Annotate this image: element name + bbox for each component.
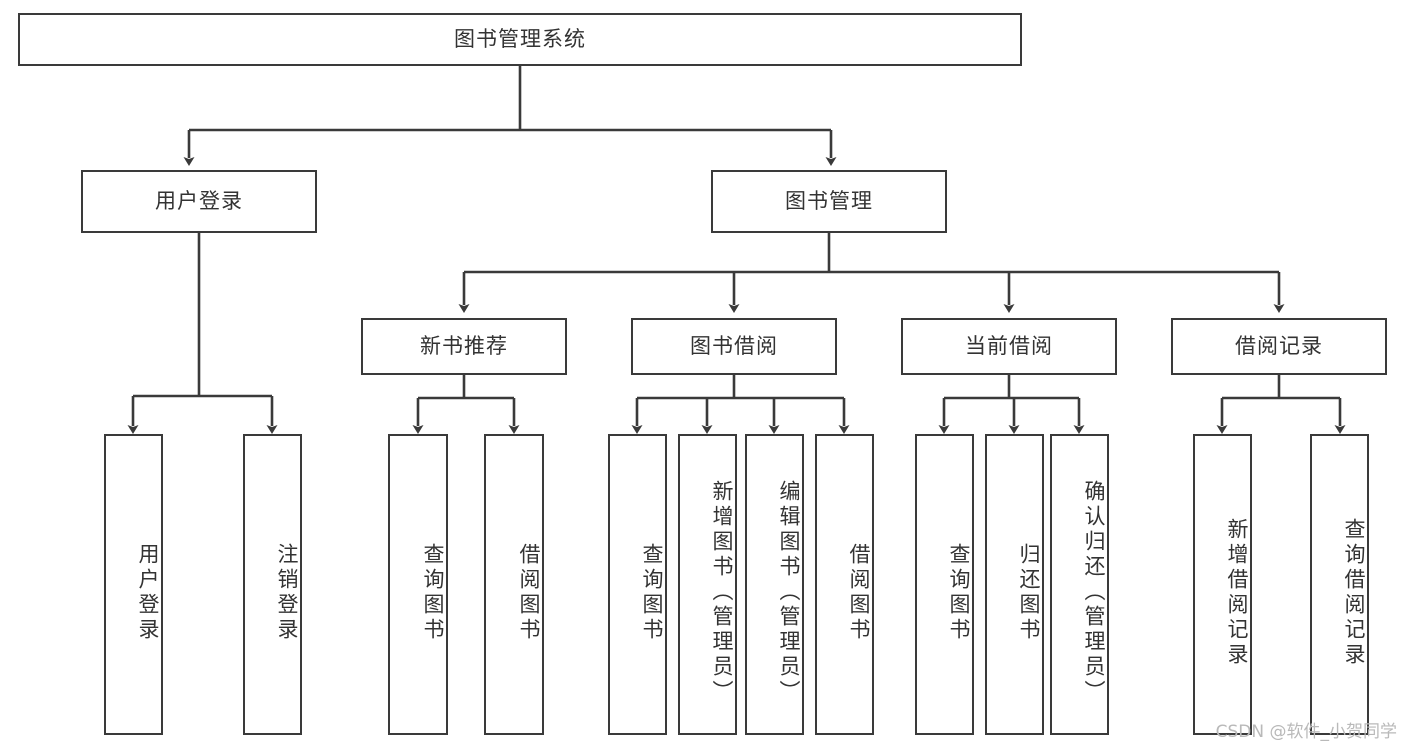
watermark: CSDN @软件_小贺同学 [1215, 722, 1397, 742]
leaf-label: 新增借阅记录 [1225, 517, 1249, 668]
leaf-label: 查询图书 [947, 542, 971, 643]
leaf-current-borrow-query[interactable]: 查询图书 [915, 434, 974, 735]
node-borrow-record-label: 借阅记录 [1235, 333, 1323, 358]
leaf-new-book-borrow[interactable]: 借阅图书 [484, 434, 544, 735]
node-user-login-label: 用户登录 [155, 188, 243, 213]
leaf-label: 查询借阅记录 [1342, 517, 1366, 668]
node-book-borrow-label: 图书借阅 [690, 333, 778, 358]
leaf-label: 归还图书 [1017, 542, 1041, 643]
node-new-book-recommend[interactable]: 新书推荐 [361, 318, 567, 375]
node-book-borrow[interactable]: 图书借阅 [631, 318, 837, 375]
leaf-borrow-record-add[interactable]: 新增借阅记录 [1193, 434, 1252, 735]
node-new-book-recommend-label: 新书推荐 [420, 333, 508, 358]
leaf-new-book-query[interactable]: 查询图书 [388, 434, 448, 735]
leaf-label: 确认归还（管理员） [1082, 480, 1106, 705]
leaf-user-login-signin[interactable]: 用户登录 [104, 434, 163, 735]
leaf-book-borrow-add[interactable]: 新增图书（管理员） [678, 434, 737, 735]
leaf-label: 编辑图书（管理员） [777, 480, 801, 705]
leaf-book-borrow-lend[interactable]: 借阅图书 [815, 434, 874, 735]
leaf-borrow-record-query[interactable]: 查询借阅记录 [1310, 434, 1369, 735]
node-user-login[interactable]: 用户登录 [81, 170, 317, 233]
node-current-borrow-label: 当前借阅 [965, 333, 1053, 358]
leaf-book-borrow-query[interactable]: 查询图书 [608, 434, 667, 735]
leaf-user-login-signout[interactable]: 注销登录 [243, 434, 302, 735]
node-current-borrow[interactable]: 当前借阅 [901, 318, 1117, 375]
node-root-label: 图书管理系统 [454, 26, 586, 51]
node-root[interactable]: 图书管理系统 [18, 13, 1022, 66]
leaf-label: 新增图书（管理员） [710, 480, 734, 705]
leaf-label: 借阅图书 [517, 542, 541, 643]
node-book-management-label: 图书管理 [785, 188, 873, 213]
leaf-current-borrow-confirm[interactable]: 确认归还（管理员） [1050, 434, 1109, 735]
leaf-label: 用户登录 [136, 542, 160, 643]
leaf-label: 注销登录 [275, 542, 299, 643]
leaf-label: 查询图书 [640, 542, 664, 643]
leaf-label: 借阅图书 [847, 542, 871, 643]
node-book-management[interactable]: 图书管理 [711, 170, 947, 233]
leaf-label: 查询图书 [421, 542, 445, 643]
node-borrow-record[interactable]: 借阅记录 [1171, 318, 1387, 375]
leaf-book-borrow-edit[interactable]: 编辑图书（管理员） [745, 434, 804, 735]
leaf-current-borrow-return[interactable]: 归还图书 [985, 434, 1044, 735]
